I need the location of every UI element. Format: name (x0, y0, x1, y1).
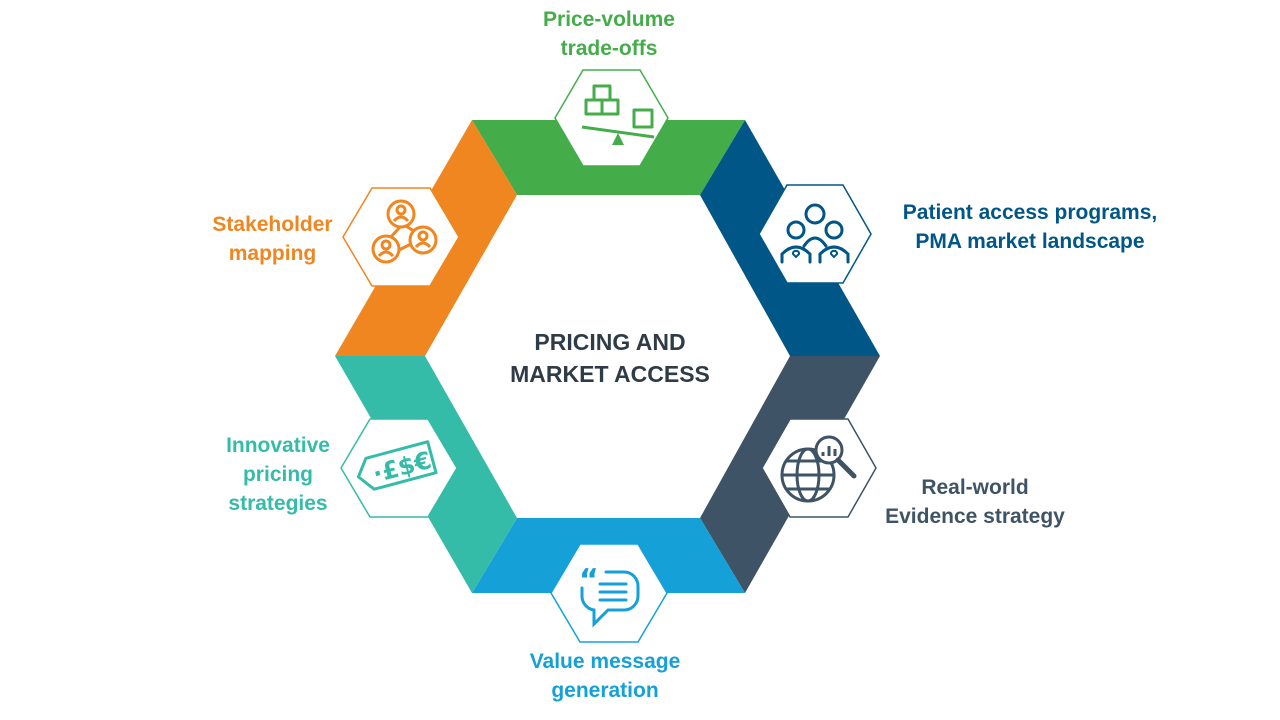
hex-badge-price-volume (554, 69, 669, 167)
center-title-line-1: PRICING AND (534, 329, 686, 355)
label-price-volume: Price-volume trade-offs (519, 5, 699, 63)
label-price-volume-line-1: Price-volume (543, 8, 675, 31)
svg-text:“: “ (579, 563, 599, 598)
label-patient-access-line-2: PMA market landscape (915, 230, 1145, 253)
label-stakeholder-line-1: Stakeholder (212, 213, 333, 236)
label-real-world-line-1: Real-world (921, 476, 1029, 499)
label-patient-access: Patient access programs, PMA market land… (870, 198, 1190, 256)
patient-group-heart-icon (780, 203, 850, 264)
quote-speech-bubble-icon: “ (579, 563, 640, 628)
label-stakeholder: Stakeholder mapping (185, 210, 360, 268)
hex-badge-patient-access (758, 184, 872, 284)
hex-badge-stakeholder (342, 187, 460, 287)
label-value-message: Value message generation (500, 647, 710, 705)
center-title: PRICING AND MARKET ACCESS (470, 326, 750, 390)
label-stakeholder-line-2: mapping (228, 242, 317, 265)
label-real-world: Real-world Evidence strategy (860, 473, 1090, 531)
stakeholder-network-icon (371, 199, 438, 264)
hex-badge-value-message: “ (550, 543, 668, 643)
label-innovative-line-1: Innovative (226, 434, 330, 457)
label-value-message-line-2: generation (551, 679, 659, 702)
center-title-line-2: MARKET ACCESS (510, 361, 710, 387)
label-innovative-line-3: strategies (228, 492, 328, 515)
label-innovative-line-2: pricing (242, 463, 313, 486)
label-patient-access-line-1: Patient access programs, (902, 201, 1158, 224)
hex-badge-real-world (761, 418, 877, 518)
balance-scale-icon (581, 84, 655, 145)
globe-analytics-icon (780, 435, 857, 503)
label-real-world-line-2: Evidence strategy (885, 505, 1065, 528)
label-price-volume-line-2: trade-offs (560, 37, 658, 60)
label-innovative: Innovative pricing strategies (203, 431, 353, 518)
label-value-message-line-1: Value message (529, 650, 681, 673)
hex-badge-innovative: ·£$€ (340, 418, 458, 518)
